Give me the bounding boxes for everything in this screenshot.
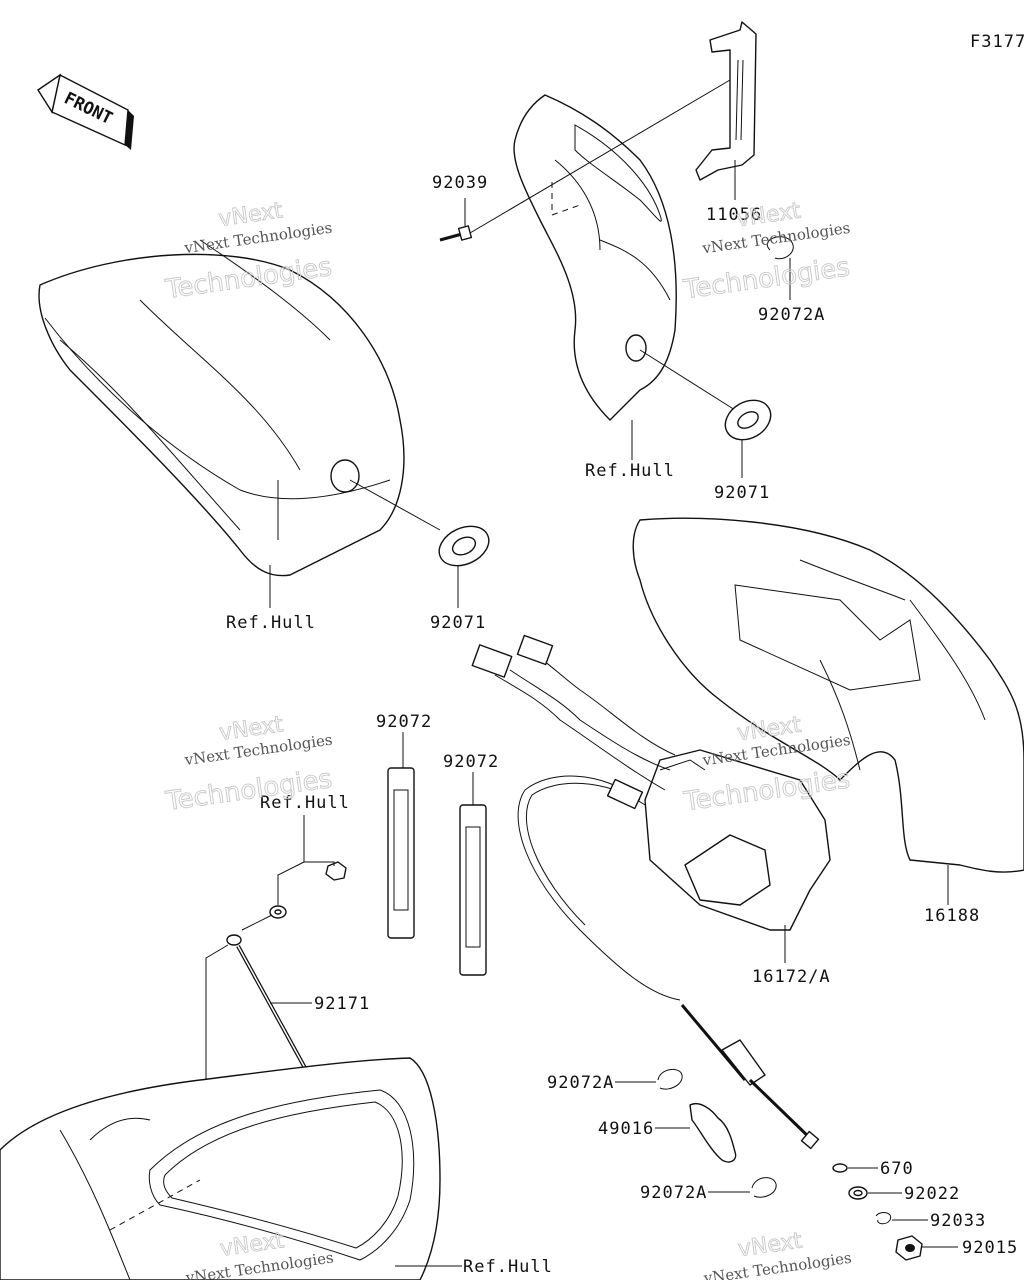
front-arrow-icon: FRONT [37,73,134,150]
rod-92171 [205,914,312,1180]
washer-92033 [875,1212,928,1225]
label-ref-hull-bottom: Ref.Hull [463,1257,553,1277]
label-16188: 16188 [924,906,980,926]
ecu-16172A [471,634,831,1001]
label-ref-hull-mid: Ref.Hull [260,793,350,813]
cover-16188 [632,517,1024,905]
washer-92022 [848,1186,902,1200]
bolt-92039 [439,198,473,242]
label-92072-b: 92072 [443,752,499,772]
clip-92072A-top [767,236,794,300]
label-92022: 92022 [904,1184,960,1204]
label-670: 670 [880,1159,914,1179]
label-92071-right: 92071 [714,483,770,503]
nut-refhull-mid [269,815,347,919]
hull-panel-left [38,239,441,608]
label-92039: 92039 [432,173,488,193]
grommet-92071-left [438,525,490,608]
label-16172A: 16172/A [752,967,831,987]
label-92071-left: 92071 [430,613,486,633]
watermark-top-right: vNext vNext Technologies Technologies [681,198,852,306]
hull-panel-top [469,79,736,460]
grommet-92071-right [724,399,772,478]
oring-670 [832,1163,878,1173]
nut-92015 [895,1235,958,1261]
boot-49016 [655,1103,737,1163]
label-92015: 92015 [962,1238,1018,1258]
label-92072-a: 92072 [376,712,432,732]
hull-bottom [0,1057,462,1280]
clip-92072A-mid [615,1068,683,1090]
label-92033: 92033 [930,1211,986,1231]
bracket-11056 [695,21,757,200]
label-92171: 92171 [314,994,370,1014]
strap-92072-b [459,772,487,976]
label-11056: 11056 [706,205,762,225]
label-92072A-mid: 92072A [547,1073,614,1093]
label-ref-hull-top: Ref.Hull [585,461,675,481]
label-92072A-top: 92072A [758,305,825,325]
strap-92072-a [387,732,415,939]
svg-text:Technologies: Technologies [681,252,852,305]
figure-code: F3177 [970,32,1024,52]
label-92072A-low: 92072A [640,1183,707,1203]
label-ref-hull-left: Ref.Hull [226,613,316,633]
watermark-bottom-right: vNext vNext Technologies [702,1228,853,1280]
clip-92072A-low [708,1177,777,1198]
cable-49016 [680,1004,820,1150]
label-49016: 49016 [598,1119,654,1139]
